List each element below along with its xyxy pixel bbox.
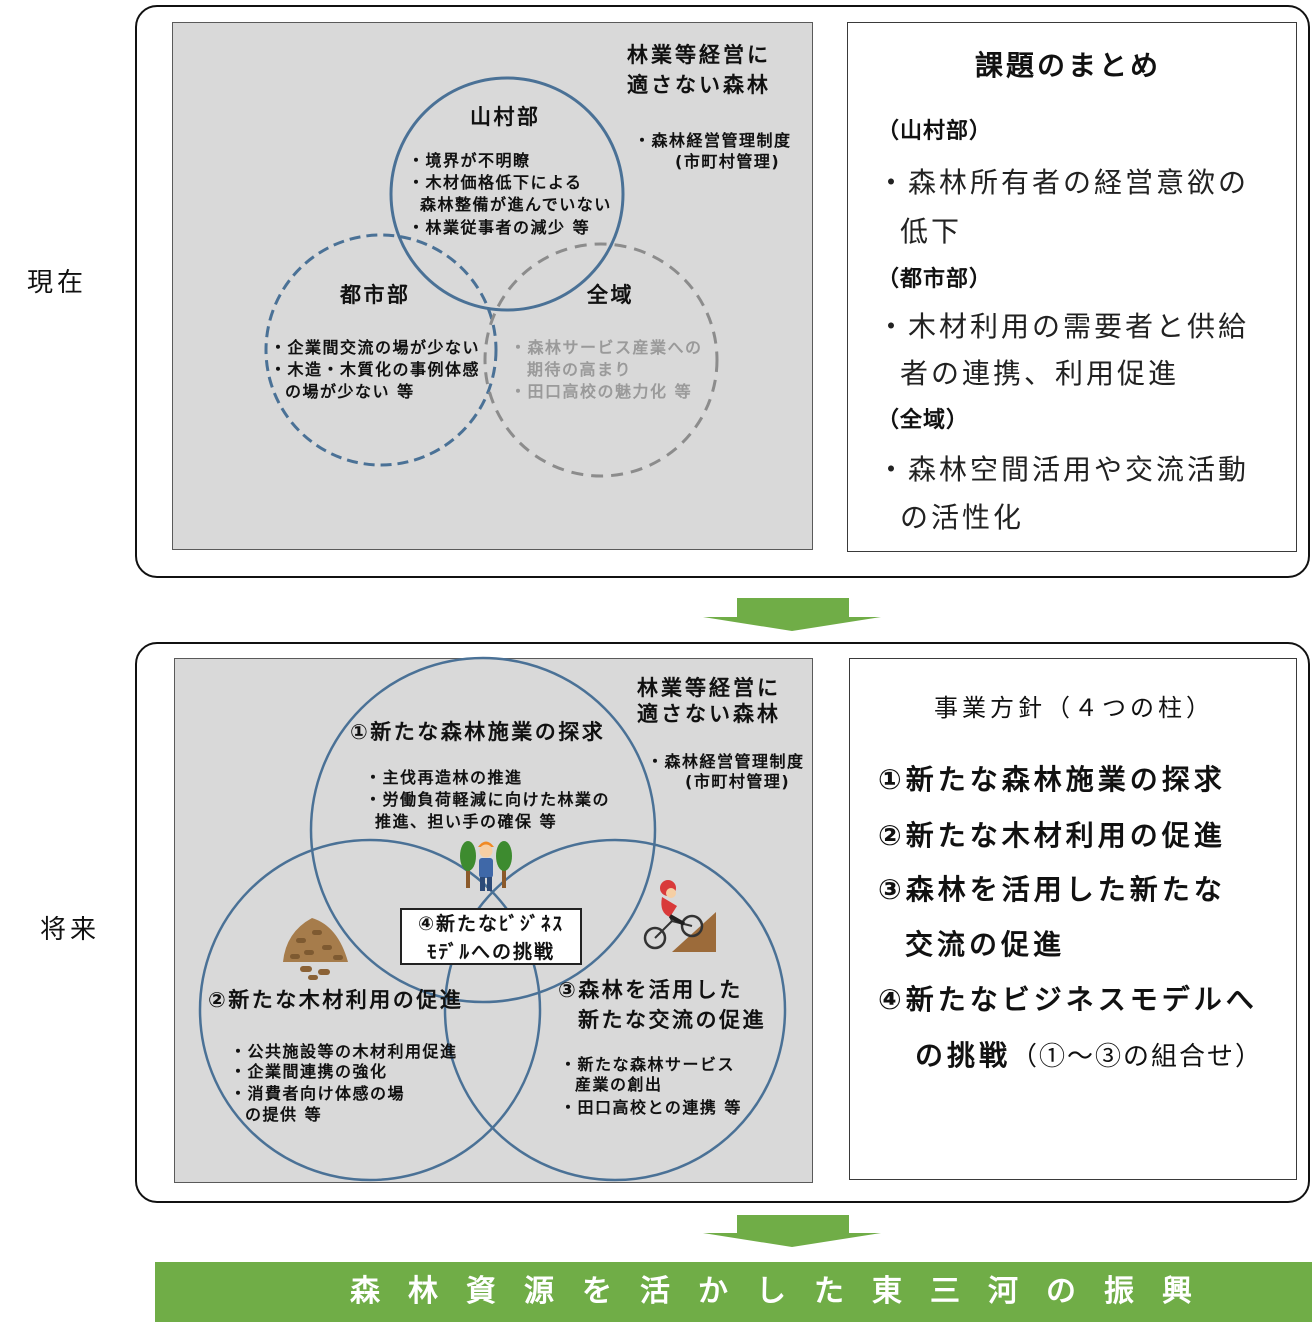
- forest-exchange-item: ・新たな森林サービス: [560, 1055, 736, 1074]
- policy-line: ③森林を活用した新たな: [878, 873, 1226, 906]
- new-business-model-line1: ④新たなﾋﾞｼﾞﾈｽ: [417, 913, 565, 935]
- policy-last-line-bold: の挑戦: [915, 1039, 1012, 1072]
- current-outside-title-line1: 林業等経営に: [627, 43, 771, 67]
- forestry-practice-title: ①新たな森林施業の探求: [350, 720, 606, 744]
- current-section-frame: [135, 5, 1310, 578]
- goal-banner-text: 森林資源を活かした東三河の振興: [350, 1274, 1220, 1309]
- new-business-model-line2: ﾓﾃﾞﾙへの挑戦: [426, 941, 555, 963]
- future-outside-note-line2: (市町村管理): [685, 772, 791, 791]
- whole-area-item: 期待の高まり: [527, 360, 633, 379]
- urban-item: の場が少ない 等: [285, 382, 415, 401]
- mountain-village-item: 森林整備が進んでいない: [420, 195, 612, 214]
- policy-title: 事業方針（４つの柱）: [934, 694, 1214, 722]
- new-business-model-box: ④新たなﾋﾞｼﾞﾈｽ ﾓﾃﾞﾙへの挑戦: [400, 908, 582, 965]
- policy-last-line: の挑戦（①～③の組合せ）: [915, 1038, 1263, 1075]
- timber-use-item: の提供 等: [245, 1105, 323, 1124]
- mountain-village-title: 山村部: [470, 105, 541, 129]
- label-future: 将来: [40, 915, 101, 945]
- future-outside-note-line1: ・森林経営管理制度: [647, 752, 805, 771]
- summary-line: 低下: [900, 215, 963, 248]
- urban-item: ・企業間交流の場が少ない: [270, 338, 481, 357]
- down-arrow-icon: [703, 598, 881, 631]
- forest-exchange-title-line2: 新たな交流の促進: [578, 1008, 766, 1032]
- current-venn-panel: [172, 22, 813, 550]
- whole-area-item: ・森林サービス産業への: [510, 338, 703, 357]
- goal-banner: 森林資源を活かした東三河の振興: [155, 1262, 1312, 1322]
- mountain-village-item: ・木材価格低下による: [408, 173, 583, 192]
- policy-last-line-note: （①～③の組合せ）: [1011, 1042, 1264, 1072]
- forest-exchange-item: 産業の創出: [575, 1075, 663, 1094]
- current-outside-title-line2: 適さない森林: [627, 73, 771, 97]
- summary-line: 者の連携、利用促進: [900, 357, 1180, 390]
- future-section-frame: [135, 642, 1310, 1203]
- timber-use-item: ・公共施設等の木材利用促進: [230, 1042, 458, 1061]
- down-arrow-icon: [703, 1215, 881, 1247]
- mountain-village-item: ・境界が不明瞭: [408, 151, 531, 170]
- future-outside-title-line1: 林業等経営に: [637, 676, 781, 700]
- whole-area-item: ・田口高校の魅力化 等: [510, 382, 693, 401]
- policy-line: ①新たな森林施業の探求: [878, 763, 1226, 796]
- future-outside-title-line2: 適さない森林: [637, 702, 781, 726]
- forestry-practice-item: 推進、担い手の確保 等: [375, 812, 558, 831]
- issues-summary-box: [847, 22, 1297, 552]
- summary-line: ・森林空間活用や交流活動: [877, 453, 1250, 486]
- policy-line: ④新たなビジネスモデルへ: [878, 983, 1258, 1016]
- summary-heading: （都市部）: [877, 267, 993, 292]
- forestry-practice-item: ・労働負荷軽減に向けた林業の: [365, 790, 611, 809]
- timber-use-item: ・企業間連携の強化: [230, 1062, 388, 1081]
- label-current: 現在: [27, 268, 88, 298]
- current-outside-note-line2: (市町村管理): [675, 152, 781, 171]
- timber-use-item: ・消費者向け体感の場: [230, 1084, 406, 1103]
- urban-item: ・木造・木質化の事例体感: [270, 360, 481, 379]
- summary-line: ・木材利用の需要者と供給: [877, 310, 1250, 343]
- forest-exchange-item: ・田口高校との連携 等: [560, 1098, 742, 1117]
- current-outside-note-line1: ・森林経営管理制度: [634, 131, 792, 150]
- summary-line: ・森林所有者の経営意欲の: [877, 166, 1250, 199]
- policy-line: ②新たな木材利用の促進: [878, 819, 1226, 852]
- summary-line: の活性化: [900, 501, 1025, 534]
- summary-title: 課題のまとめ: [975, 49, 1162, 82]
- summary-heading: （全域）: [877, 408, 970, 433]
- timber-use-title: ②新たな木材利用の促進: [208, 988, 464, 1012]
- whole-area-title: 全域: [587, 283, 634, 307]
- policy-box: [849, 658, 1297, 1180]
- urban-title: 都市部: [340, 283, 411, 307]
- policy-line: 交流の促進: [905, 928, 1066, 961]
- forestry-practice-item: ・主伐再造林の推進: [365, 768, 523, 787]
- summary-heading: （山村部）: [877, 119, 993, 144]
- mountain-village-item: ・林業従事者の減少 等: [408, 218, 591, 237]
- forest-exchange-title-line1: ③森林を活用した: [558, 978, 743, 1002]
